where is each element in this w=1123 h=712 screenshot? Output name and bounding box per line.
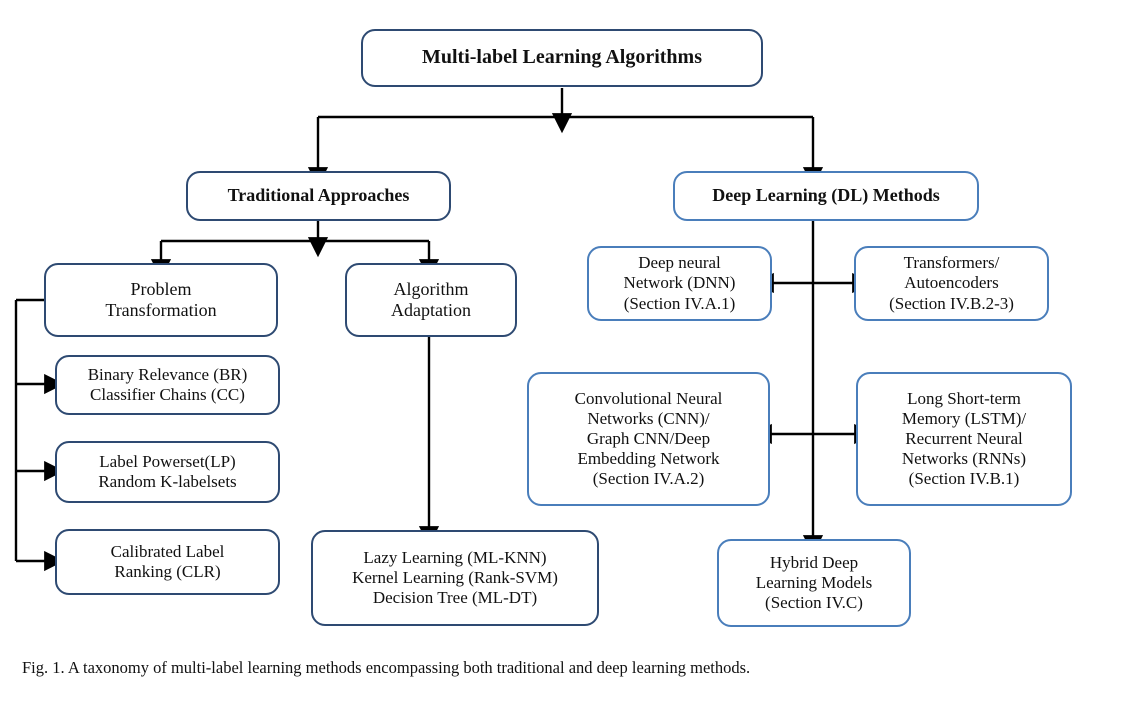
node-deep-neural-network[interactable]: Deep neural Network (DNN) (Section IV.A.… [587, 246, 772, 321]
node-calibrated-label-ranking[interactable]: Calibrated Label Ranking (CLR) [55, 529, 280, 595]
node-label-powerset[interactable]: Label Powerset(LP) Random K-labelsets [55, 441, 280, 503]
node-problem-transformation[interactable]: Problem Transformation [44, 263, 278, 337]
node-binary-relevance[interactable]: Binary Relevance (BR) Classifier Chains … [55, 355, 280, 415]
node-algorithm-adaptation-methods[interactable]: Lazy Learning (ML-KNN) Kernel Learning (… [311, 530, 599, 626]
figure-caption: Fig. 1. A taxonomy of multi-label learni… [22, 658, 751, 677]
node-cnn-graph-embedding[interactable]: Convolutional Neural Networks (CNN)/ Gra… [527, 372, 770, 506]
node-algorithm-adaptation[interactable]: Algorithm Adaptation [345, 263, 517, 337]
node-transformers-autoencoders[interactable]: Transformers/ Autoencoders (Section IV.B… [854, 246, 1049, 321]
node-traditional-approaches[interactable]: Traditional Approaches [186, 171, 451, 221]
node-hybrid-deep-learning[interactable]: Hybrid Deep Learning Models (Section IV.… [717, 539, 911, 627]
node-deep-learning-methods[interactable]: Deep Learning (DL) Methods [673, 171, 979, 221]
node-lstm-rnn[interactable]: Long Short-term Memory (LSTM)/ Recurrent… [856, 372, 1072, 506]
node-root[interactable]: Multi-label Learning Algorithms [361, 29, 763, 87]
